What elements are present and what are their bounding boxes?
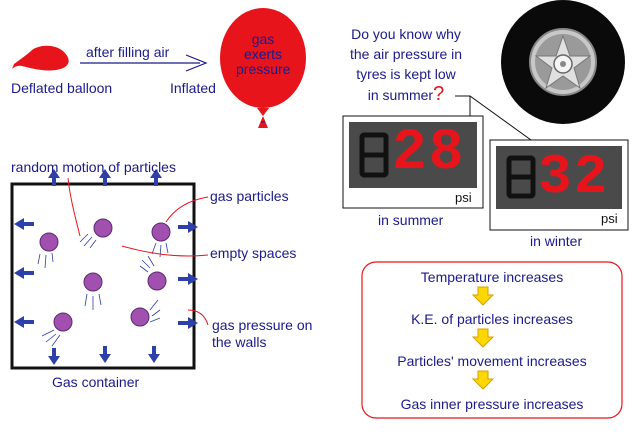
motion-trails xyxy=(37,233,169,347)
summer-label: in summer xyxy=(378,212,444,228)
inflated-balloon-icon xyxy=(220,8,306,128)
balloon-text-line: gas xyxy=(251,31,275,47)
flow-arrow-down-icon xyxy=(471,286,495,306)
arrow-down-3 xyxy=(148,346,160,363)
pressure-arrows xyxy=(14,169,198,365)
arrow-right-1 xyxy=(178,221,198,233)
particle xyxy=(151,222,171,242)
summer-reading: 28 xyxy=(392,121,466,186)
question-line: tyres is kept low xyxy=(356,66,456,82)
flow-box xyxy=(361,261,623,419)
arrow-up-2 xyxy=(99,169,111,186)
arrow-left-1 xyxy=(14,218,34,230)
winter-unit: psi xyxy=(601,211,618,226)
arrow-up-1 xyxy=(48,169,60,186)
balloon-text-line: pressure xyxy=(236,61,291,77)
flow-step-1: Temperature increases xyxy=(420,269,564,285)
question-line: Do you know why xyxy=(351,26,461,42)
particle xyxy=(53,312,73,332)
gas-container-box xyxy=(10,182,196,370)
arrow-down-2 xyxy=(99,346,111,363)
question-line: in summer? xyxy=(367,83,445,105)
arrow-right-2 xyxy=(178,273,198,285)
arrow-right-3 xyxy=(178,317,198,329)
inflated-label: Inflated xyxy=(170,80,216,96)
random-motion-pointer xyxy=(67,177,81,237)
gas-pressure-pointer xyxy=(187,309,209,326)
winter-gauge xyxy=(489,139,629,231)
flow-arrow-down-icon xyxy=(471,370,495,390)
flow-step-4: Gas inner pressure increases xyxy=(400,396,584,412)
winter-reading: 32 xyxy=(538,145,610,209)
gas-particles xyxy=(39,218,171,332)
summer-unit: psi xyxy=(455,190,472,205)
particle xyxy=(83,272,103,292)
gas-pressure-label-line2: the walls xyxy=(212,334,267,350)
balloon-text: gas exerts pressure xyxy=(236,32,290,77)
fill-air-arrow xyxy=(80,54,208,72)
tyre-icon xyxy=(501,0,625,124)
particle xyxy=(39,232,59,252)
flow-arrow-down-icon xyxy=(471,328,495,348)
tyre-question: Do you know why the air pressure in tyre… xyxy=(336,24,476,105)
flow-step-3: Particles' movement increases xyxy=(397,353,587,369)
arrow-up-3 xyxy=(150,169,162,186)
particle xyxy=(93,218,113,238)
balloon-text-line: exerts xyxy=(243,46,283,62)
flow-arrows xyxy=(471,286,495,390)
pointer-lines xyxy=(67,177,209,326)
summer-ghost-digit xyxy=(359,132,389,178)
deflated-balloon-label: Deflated balloon xyxy=(11,80,113,96)
question-line: the air pressure in xyxy=(349,46,463,62)
particle xyxy=(130,307,150,327)
arrow-left-3 xyxy=(14,316,34,328)
gas-particles-label: gas particles xyxy=(210,188,289,204)
gas-pressure-label-line1: gas pressure on xyxy=(212,317,313,333)
particle xyxy=(147,271,167,291)
random-motion-label: random motion of particles xyxy=(11,159,176,175)
question-connector xyxy=(455,95,532,141)
winter-label: in winter xyxy=(530,233,583,249)
question-mark-icon: ? xyxy=(433,83,445,105)
flow-step-2: K.E. of particles increases xyxy=(411,311,573,327)
arrow-left-2 xyxy=(14,267,34,279)
after-filling-air-label: after filling air xyxy=(86,44,170,60)
empty-spaces-pointer xyxy=(121,245,209,257)
empty-spaces-label: empty spaces xyxy=(210,245,297,261)
winter-ghost-digit xyxy=(506,155,536,199)
gas-container-caption: Gas container xyxy=(52,374,140,390)
summer-gauge xyxy=(342,115,484,209)
gas-particles-pointer xyxy=(165,196,209,223)
deflated-balloon-icon xyxy=(12,45,69,71)
arrow-down-1 xyxy=(48,348,60,365)
